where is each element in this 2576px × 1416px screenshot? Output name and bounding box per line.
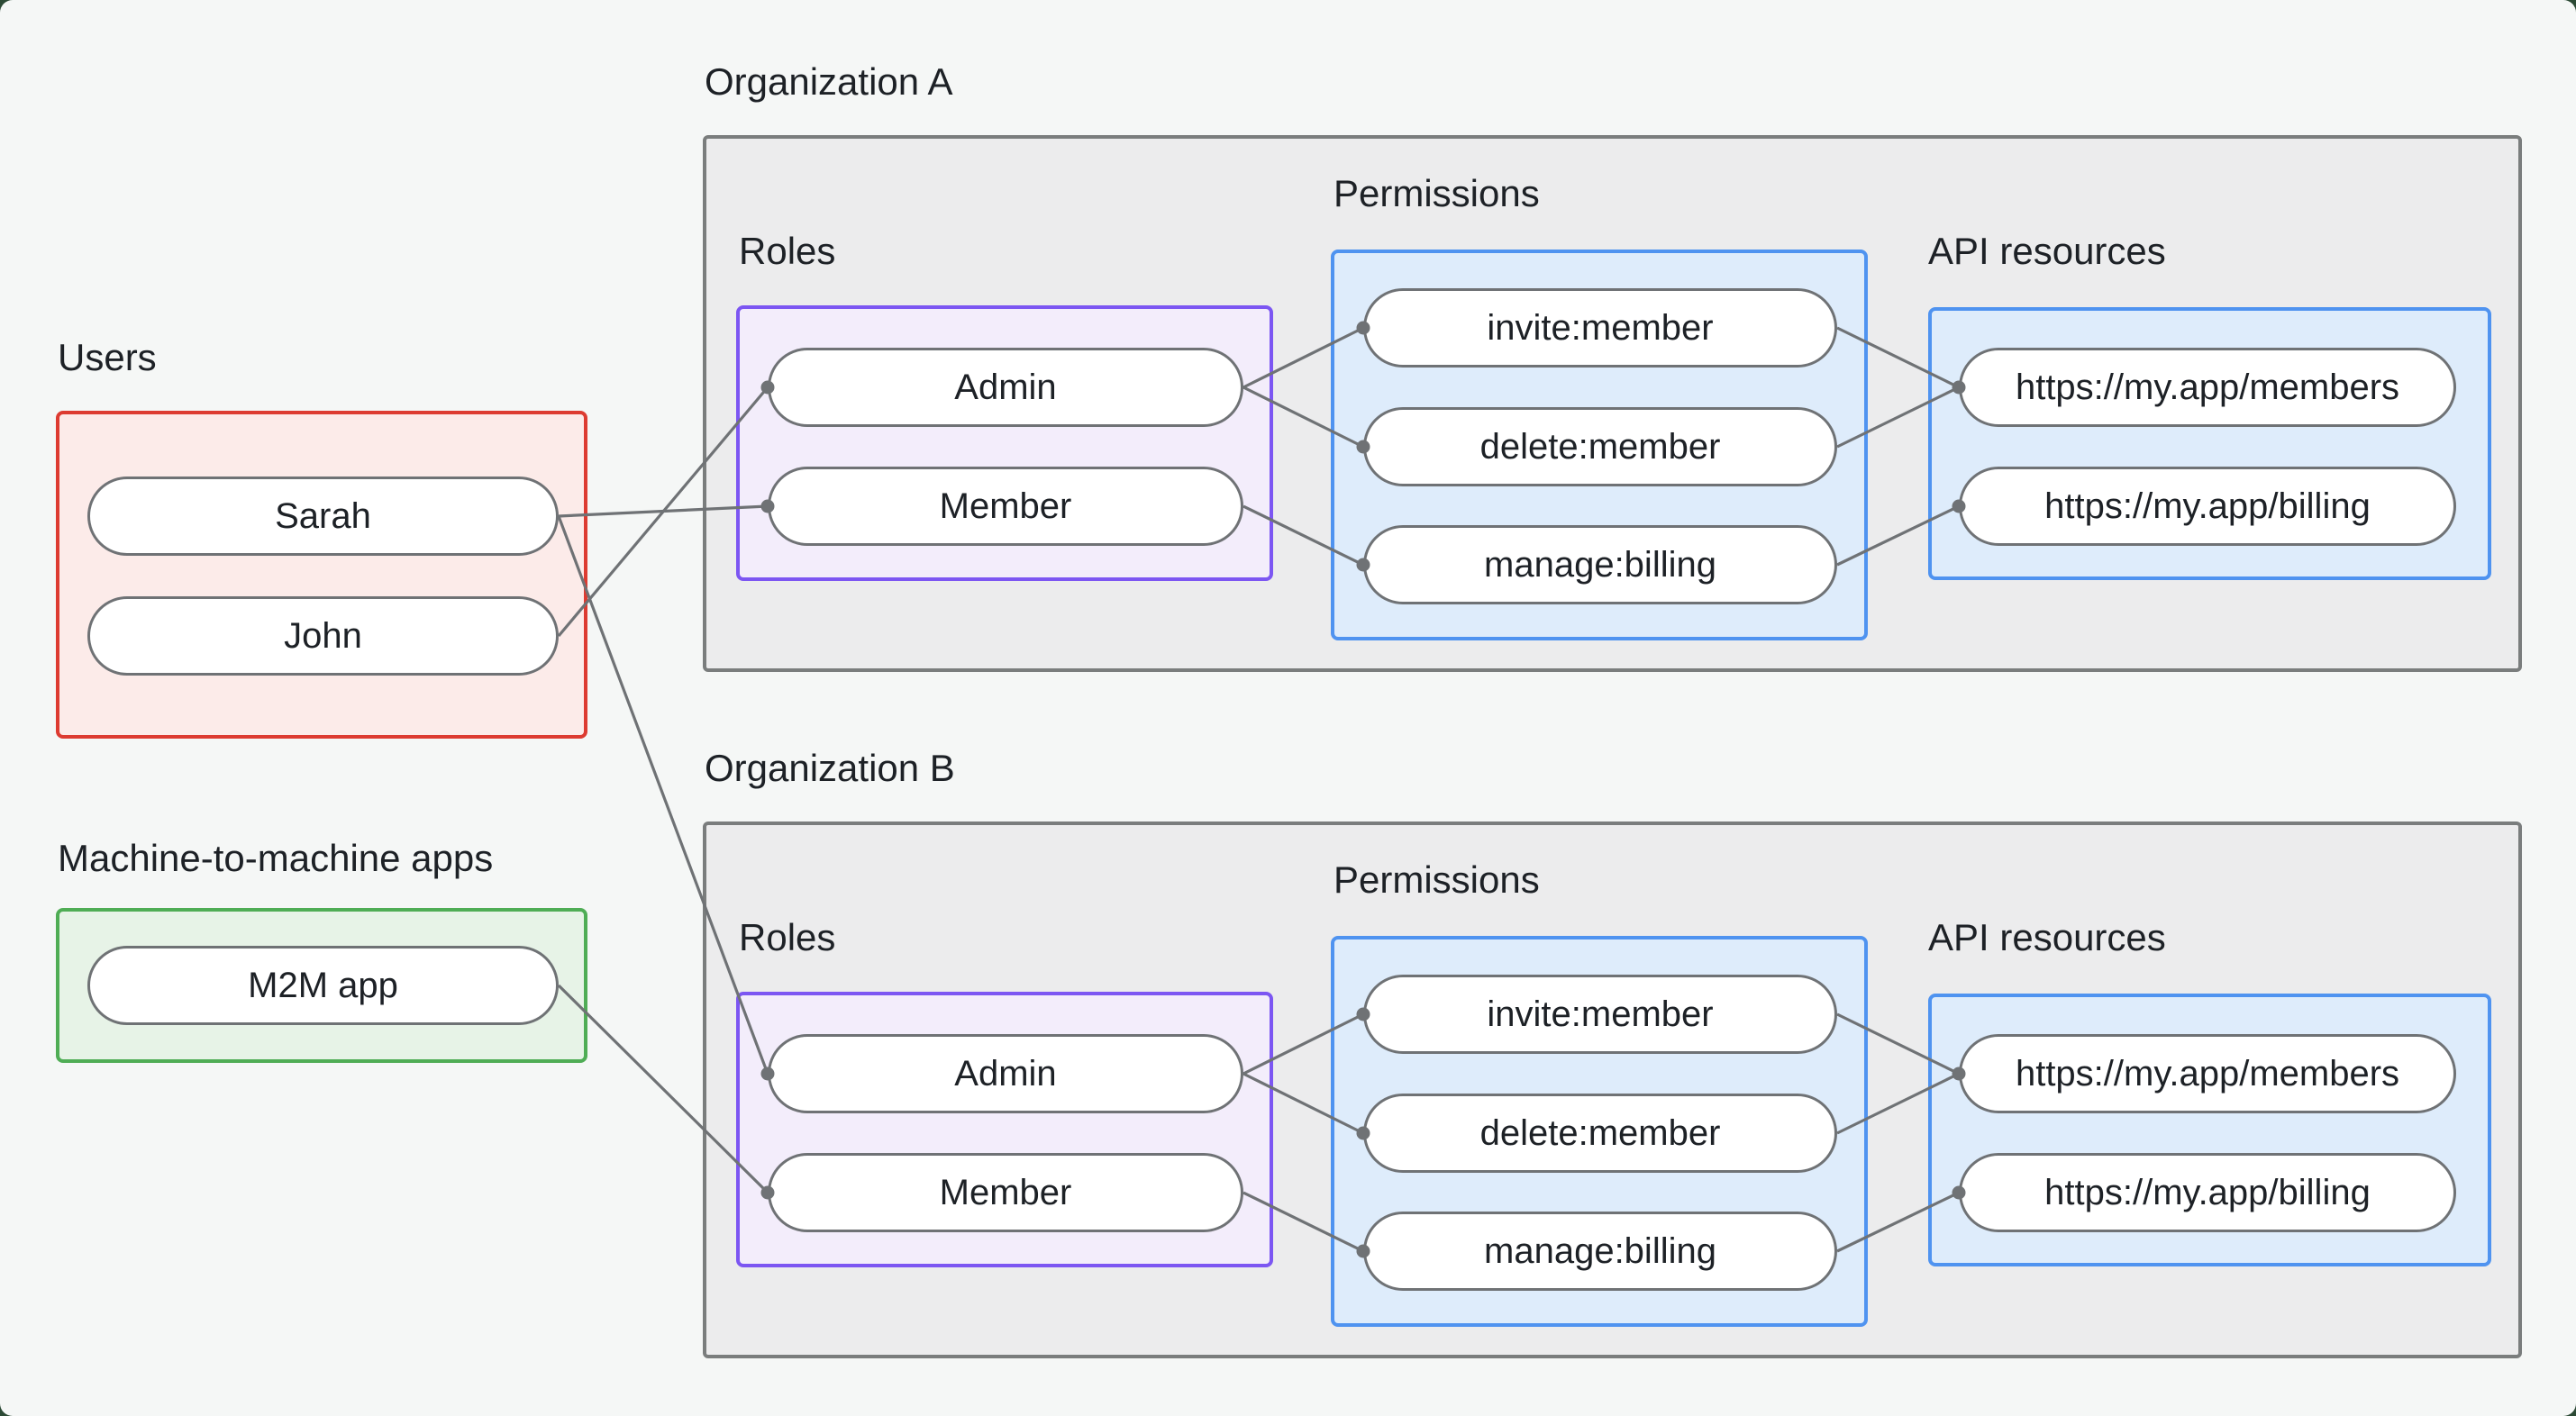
org-a-roles-label: Roles [739, 230, 836, 272]
org-a-api-label: API resources [1928, 230, 2166, 272]
node-org-b-perm-manage: manage:billing [1363, 1212, 1837, 1291]
node-org-a-role-admin: Admin [768, 348, 1243, 427]
users-group-box [56, 411, 587, 739]
node-org-b-perm-invite: invite:member [1363, 975, 1837, 1054]
node-org-b-api-billing: https://my.app/billing [1959, 1153, 2456, 1232]
node-org-a-perm-delete: delete:member [1363, 407, 1837, 486]
org-b-api-label: API resources [1928, 916, 2166, 958]
node-org-b-api-members: https://my.app/members [1959, 1034, 2456, 1113]
m2m-group-label: Machine-to-machine apps [58, 837, 494, 879]
node-user-sarah: Sarah [87, 477, 559, 556]
org-b-permissions-label: Permissions [1334, 858, 1540, 901]
org-b-title: Organization B [705, 747, 955, 789]
node-org-a-perm-invite: invite:member [1363, 288, 1837, 368]
node-org-a-api-billing: https://my.app/billing [1959, 467, 2456, 546]
org-b-roles-label: Roles [739, 916, 836, 958]
org-a-permissions-label: Permissions [1334, 172, 1540, 214]
node-org-b-role-admin: Admin [768, 1034, 1243, 1113]
node-user-john: John [87, 596, 559, 676]
node-m2m-app: M2M app [87, 946, 559, 1025]
node-org-a-api-members: https://my.app/members [1959, 348, 2456, 427]
node-org-b-role-member: Member [768, 1153, 1243, 1232]
node-org-b-perm-delete: delete:member [1363, 1094, 1837, 1173]
node-org-a-role-member: Member [768, 467, 1243, 546]
node-org-a-perm-manage: manage:billing [1363, 525, 1837, 604]
org-a-title: Organization A [705, 60, 953, 103]
users-group-label: Users [58, 336, 157, 378]
